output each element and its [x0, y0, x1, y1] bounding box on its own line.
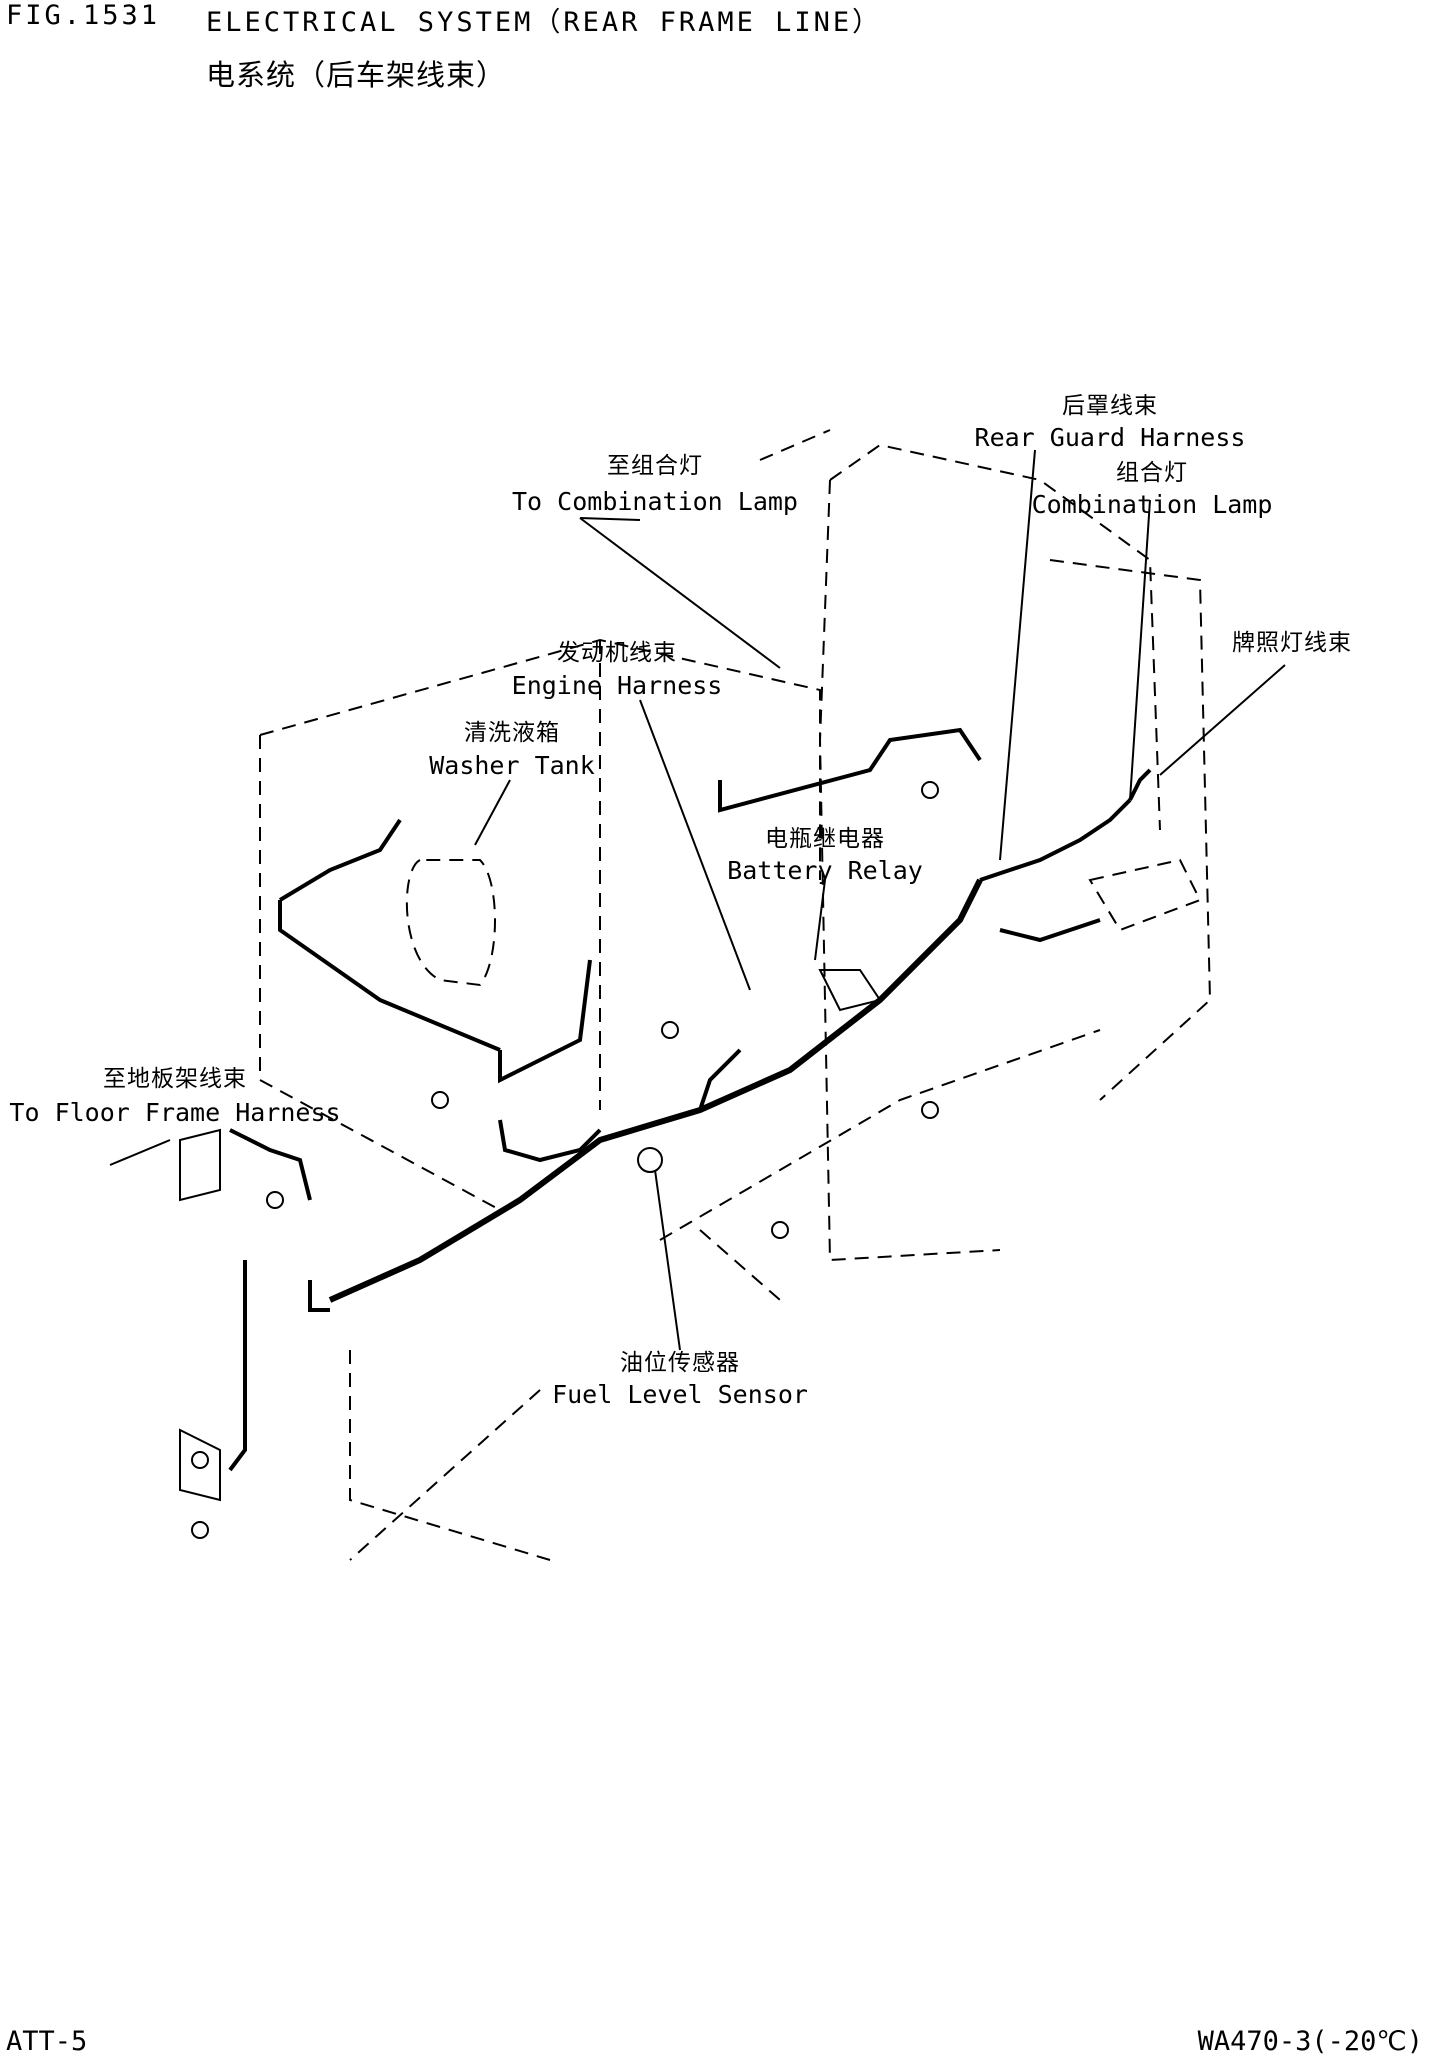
fuel-sensor-icon	[637, 1147, 663, 1173]
combination-lamp-to-label-en: To Combination Lamp	[512, 487, 798, 516]
bolt-icon	[191, 1521, 209, 1539]
leader-license-lamp-harness	[1159, 664, 1286, 776]
license-lamp-harness-label-cn: 牌照灯线束	[1232, 630, 1352, 656]
rear-guard-harness-label-en: Rear Guard Harness	[974, 423, 1246, 452]
washer-tank-body	[405, 859, 496, 987]
model-code: WA470-3(-20℃)	[1197, 2026, 1423, 2057]
washer-tank-label-en: Washer Tank	[429, 751, 595, 780]
lower-center-frame	[699, 1229, 781, 1301]
washer-harness-up	[498, 959, 592, 1084]
leader-floor-frame-harness	[109, 1139, 171, 1166]
harness-loop	[498, 1119, 602, 1163]
lower-harness-stub	[308, 1280, 330, 1312]
rear-harness-run	[979, 798, 1132, 882]
battery-relay-label-en: Battery Relay	[727, 856, 923, 885]
left-harness-run	[278, 900, 501, 1052]
leader-rear-guard-harness	[999, 449, 1036, 861]
leader-washer-tank	[474, 779, 511, 846]
figure-title-chinese: 电系统（后车架线束）	[206, 58, 507, 92]
floor-frame-harness-label-en: To Floor Frame Harness	[9, 1098, 341, 1127]
bolt-icon	[266, 1191, 284, 1209]
bolts	[179, 781, 939, 1539]
combination-lamp-label-en: Combination Lamp	[1031, 490, 1273, 519]
engine-harness-label-en: Engine Harness	[511, 671, 723, 700]
floor-frame-harness-label-cn: 至地板架线束	[103, 1066, 247, 1092]
bolt-icon	[771, 1221, 789, 1239]
vertical-harness-drop	[228, 1260, 247, 1472]
engine-harness-branch	[698, 1048, 742, 1111]
lamp-harness-end	[1128, 768, 1152, 801]
leader-engine-harness	[639, 699, 751, 991]
leader-battery-relay	[814, 879, 826, 961]
bolt-icon	[191, 1451, 209, 1469]
engine-harness-label-cn: 发动机线束	[557, 640, 677, 666]
floor-harness-run	[229, 1128, 312, 1201]
battery-box	[1088, 858, 1202, 932]
page-code: ATT-5	[6, 2026, 88, 2057]
washer-tank-label-cn: 清洗液箱	[464, 720, 560, 746]
combination-lamp-label-cn: 组合灯	[1116, 460, 1188, 486]
engine-block-outline	[829, 443, 1161, 831]
leader-lines	[109, 449, 1286, 1351]
bolt-icon	[661, 1021, 679, 1039]
left-frame-outline	[259, 735, 501, 1211]
lower-frame-outline	[659, 1029, 1101, 1241]
bolt-icon	[921, 1101, 939, 1119]
lower-left-frame	[349, 1350, 551, 1561]
combination-lamp-to-label-cn: 至组合灯	[607, 453, 703, 479]
battery-relay-label-cn: 电瓶继电器	[765, 826, 885, 852]
floor-connector-icon	[179, 1128, 221, 1202]
leader-fuel-level-sensor	[654, 1169, 681, 1351]
figure-title-english: ELECTRICAL SYSTEM（REAR FRAME LINE）	[206, 7, 883, 38]
leader-combination-lamp-to	[579, 517, 781, 669]
harness-wires	[228, 727, 1152, 1472]
fuel-level-sensor-label-cn: 油位传感器	[620, 1350, 740, 1376]
upper-harness-run	[718, 727, 982, 813]
washer-harness-branch	[278, 818, 402, 902]
relay-harness-run	[999, 918, 1101, 943]
top-frame-dash	[759, 429, 831, 461]
fuel-level-sensor-label-en: Fuel Level Sensor	[552, 1380, 808, 1409]
frame-outlines	[259, 429, 1212, 1561]
main-harness-trunk	[328, 878, 983, 1303]
battery-relay-icon	[818, 969, 882, 1012]
bolt-icon	[431, 1091, 449, 1109]
figure-number: FIG.1531	[6, 0, 161, 31]
bolt-icon	[921, 781, 939, 799]
lower-bracket-icon	[179, 1428, 221, 1502]
right-frame-outline	[1049, 559, 1212, 1101]
leader-combination-lamp-to-arrow	[579, 517, 641, 521]
rear-guard-harness-label-cn: 后罩线束	[1062, 393, 1158, 419]
leader-combination-lamp	[1129, 499, 1151, 801]
bottom-frame	[349, 1389, 541, 1561]
